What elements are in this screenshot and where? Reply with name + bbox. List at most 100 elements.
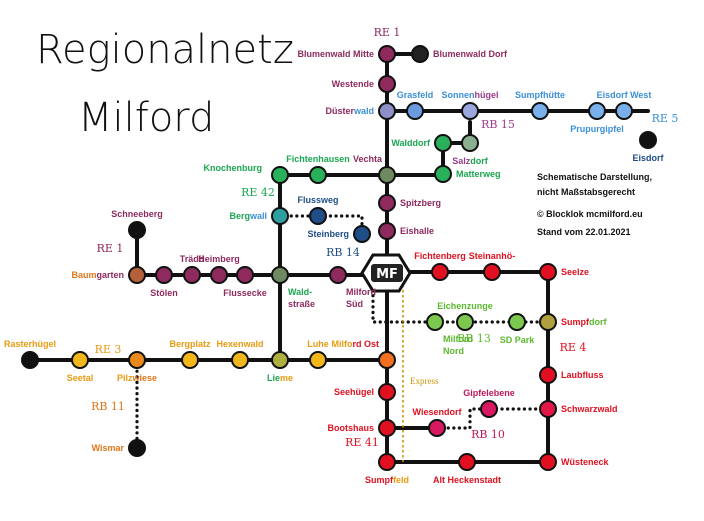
- station-fichtenhausen-label: Fichtenhausen: [286, 154, 350, 164]
- station-alt-heckenstadt-label-part: Alt Heckenstadt: [433, 475, 501, 485]
- station-milford-nord-marker[interactable]: [426, 313, 444, 331]
- station-seelze-marker[interactable]: [539, 263, 557, 281]
- station-westende-label: Westende: [332, 79, 374, 89]
- station-milford-sued-marker[interactable]: [329, 266, 347, 284]
- station-wuesteneck-marker[interactable]: [539, 453, 557, 471]
- station-bootshaus-label-part: Bootshaus: [327, 423, 374, 433]
- station-baumgarten-label-part: Baum: [71, 270, 96, 280]
- station-seehuegel-marker[interactable]: [378, 383, 396, 401]
- station-duesterwald-marker[interactable]: [378, 102, 396, 120]
- station-sumpfhuette-marker[interactable]: [531, 102, 549, 120]
- station-blumenwald-mitte-marker[interactable]: [378, 45, 396, 63]
- station-wismar-label-part: Wismar: [92, 443, 125, 453]
- station-seetal-marker[interactable]: [71, 351, 89, 369]
- station-laubfluss-marker[interactable]: [539, 366, 557, 384]
- station-salzdorf-marker[interactable]: [461, 134, 479, 152]
- station-schwarzwald-marker[interactable]: [539, 400, 557, 418]
- station-spitzberg-marker[interactable]: [378, 194, 396, 212]
- hub-milford[interactable]: MF: [360, 253, 412, 293]
- station-alt-heckenstadt-label: Alt Heckenstadt: [433, 475, 501, 485]
- station-wiesendorf-marker[interactable]: [428, 419, 446, 437]
- station-duesterwald-label-part: wald: [353, 106, 374, 116]
- station-blumenwald-dorf-marker[interactable]: [411, 45, 429, 63]
- station-eichenzunge-label: Eichenzunge: [437, 301, 493, 311]
- station-baumgarten-marker[interactable]: [128, 266, 146, 284]
- station-spitzberg-label-part: Spitzberg: [400, 198, 441, 208]
- station-bergplatz-marker[interactable]: [181, 351, 199, 369]
- station-vechta-label-part: Vechta: [353, 154, 383, 164]
- station-hexenwald-marker[interactable]: [231, 351, 249, 369]
- station-rasterhuegel-marker[interactable]: [21, 351, 39, 369]
- station-sumpffeld-marker[interactable]: [378, 453, 396, 471]
- station-sonnenhuegel-marker[interactable]: [461, 102, 479, 120]
- station-stoelen-label-part: Stölen: [150, 288, 178, 298]
- station-traedoe-label-part: Trädö: [180, 254, 205, 264]
- station-heimberg-label-part: Heimberg: [198, 254, 240, 264]
- station-eisdorf-label: Eisdorf: [632, 153, 664, 163]
- station-flussecke-marker[interactable]: [236, 266, 254, 284]
- station-gipfelebene-marker[interactable]: [480, 400, 498, 418]
- station-heimberg-marker[interactable]: [210, 266, 228, 284]
- station-bergwall-marker[interactable]: [271, 207, 289, 225]
- station-fichtenberg-marker[interactable]: [431, 263, 449, 281]
- station-steinberg-marker[interactable]: [353, 225, 371, 243]
- station-stoelen-marker[interactable]: [155, 266, 173, 284]
- line-label-rb10: RB 10: [471, 428, 505, 441]
- line-label-rb11: RB 11: [91, 400, 125, 413]
- station-steinanhoe-marker[interactable]: [483, 263, 501, 281]
- station-hexenwald-label: Hexenwald: [216, 339, 263, 349]
- station-flussweg-label: Flussweg: [297, 195, 338, 205]
- station-laubfluss-label: Laubfluss: [561, 370, 604, 380]
- station-bootshaus-marker[interactable]: [378, 419, 396, 437]
- station-milford-ost-label: Milford Ost: [331, 339, 379, 349]
- station-flussweg-marker[interactable]: [309, 207, 327, 225]
- station-fichtenhausen-marker[interactable]: [309, 166, 327, 184]
- station-wuesteneck-label-part: Wüsteneck: [561, 457, 610, 467]
- station-salzdorf-label: Salzdorf: [452, 156, 489, 166]
- station-schwarzwald-label-part: Schwarzwald: [561, 404, 618, 414]
- station-prupurgipfel-marker[interactable]: [588, 102, 606, 120]
- station-luhe-label: Luhe: [307, 339, 329, 349]
- station-waldstrasse-marker[interactable]: [271, 266, 289, 284]
- station-duesterwald-label: Düsterwald: [325, 106, 374, 116]
- station-sd-park-marker[interactable]: [508, 313, 526, 331]
- station-sumpfdorf-marker[interactable]: [539, 313, 557, 331]
- station-schneeberg-marker[interactable]: [128, 221, 146, 239]
- station-knochenburg-marker[interactable]: [271, 166, 289, 184]
- station-schneeberg-label: Schneeberg: [111, 209, 163, 219]
- station-alt-heckenstadt-marker[interactable]: [458, 453, 476, 471]
- station-milford-ost-marker[interactable]: [378, 351, 396, 369]
- station-eishalle-marker[interactable]: [378, 222, 396, 240]
- station-milford-ost-label-part: Milfo: [331, 339, 352, 349]
- station-westende-marker[interactable]: [378, 75, 396, 93]
- station-gipfelebene-label-part: Gipfelebene: [463, 388, 515, 398]
- station-eishalle-label-part: Eishalle: [400, 226, 434, 236]
- station-pilzwiese-marker[interactable]: [128, 351, 146, 369]
- station-schneeberg-label-part: Schneeberg: [111, 209, 163, 219]
- station-wismar-marker[interactable]: [128, 439, 146, 457]
- station-steinberg-label: Steinberg: [307, 229, 349, 239]
- station-sumpffeld-label-part: Sumpf: [365, 475, 394, 485]
- line-label-re1-left: RE 1: [97, 242, 124, 255]
- station-wiesendorf-label-part: Wiesendorf: [413, 407, 463, 417]
- station-matterweg-label-part: Matterweg: [456, 169, 501, 179]
- station-traedoe-marker[interactable]: [183, 266, 201, 284]
- station-eisdorf-marker[interactable]: [639, 131, 657, 149]
- station-grasfeld-label: Grasfeld: [397, 90, 434, 100]
- station-gipfelebene-label: Gipfelebene: [463, 388, 515, 398]
- station-eisdorf-west-marker[interactable]: [615, 102, 633, 120]
- station-matterweg-marker[interactable]: [434, 165, 452, 183]
- station-vechta-marker[interactable]: [378, 166, 396, 184]
- station-eichenzunge-marker[interactable]: [456, 313, 474, 331]
- station-luhe-marker[interactable]: [309, 351, 327, 369]
- station-blumenwald-dorf-label: Blumenwald Dorf: [433, 49, 508, 59]
- station-bergwall-label: Bergwall: [229, 211, 267, 221]
- station-grasfeld-marker[interactable]: [406, 102, 424, 120]
- station-sonnenhuegel-label: Sonnenhügel: [442, 90, 499, 100]
- station-lieme-marker[interactable]: [271, 351, 289, 369]
- station-rasterhuegel-label-part: Rasterhügel: [4, 339, 56, 349]
- station-walddorf-marker[interactable]: [434, 134, 452, 152]
